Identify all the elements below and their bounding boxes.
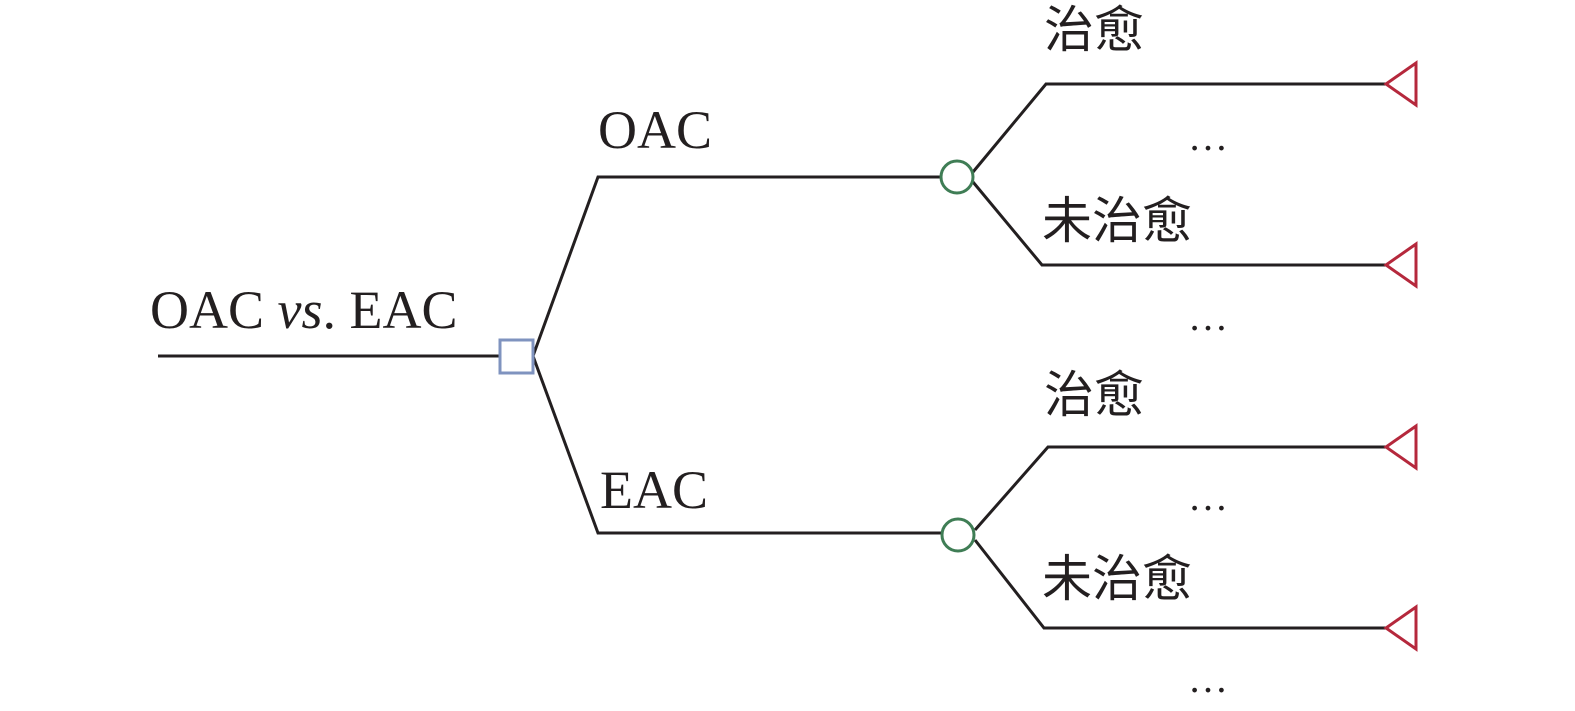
terminal-node-oac-uncured	[1383, 241, 1418, 289]
outcome-label-eac-uncured: 未治愈	[1042, 550, 1192, 608]
root-label: OAC vs. EAC	[150, 280, 458, 340]
branch-label-eac: EAC	[600, 460, 708, 520]
outcome-edge-eac-uncured	[973, 539, 1386, 630]
branch-edge-oac	[531, 175, 940, 357]
chance-node-oac	[939, 159, 975, 195]
terminal-node-oac-cured	[1383, 60, 1418, 108]
decision-node	[498, 338, 535, 375]
ellipsis-eac-uncured: …	[1188, 656, 1232, 701]
outcome-label-oac-uncured: 未治愈	[1042, 192, 1192, 250]
outcome-edge-oac-uncured	[971, 181, 1386, 267]
ellipsis-oac-cured: …	[1188, 114, 1232, 159]
chance-node-eac	[940, 517, 976, 553]
terminal-node-eac-uncured	[1383, 604, 1418, 652]
outcome-label-eac-cured: 治愈	[1044, 366, 1144, 424]
branch-label-oac: OAC	[598, 100, 712, 160]
outcome-edge-eac-cured	[973, 445, 1386, 531]
terminal-node-eac-cured	[1383, 423, 1418, 471]
outcome-edge-oac-cured	[971, 82, 1386, 173]
ellipsis-oac-uncured: …	[1188, 294, 1232, 339]
outcome-label-oac-cured: 治愈	[1044, 1, 1144, 59]
branch-edge-eac	[531, 355, 942, 535]
ellipsis-eac-cured: …	[1188, 474, 1232, 519]
